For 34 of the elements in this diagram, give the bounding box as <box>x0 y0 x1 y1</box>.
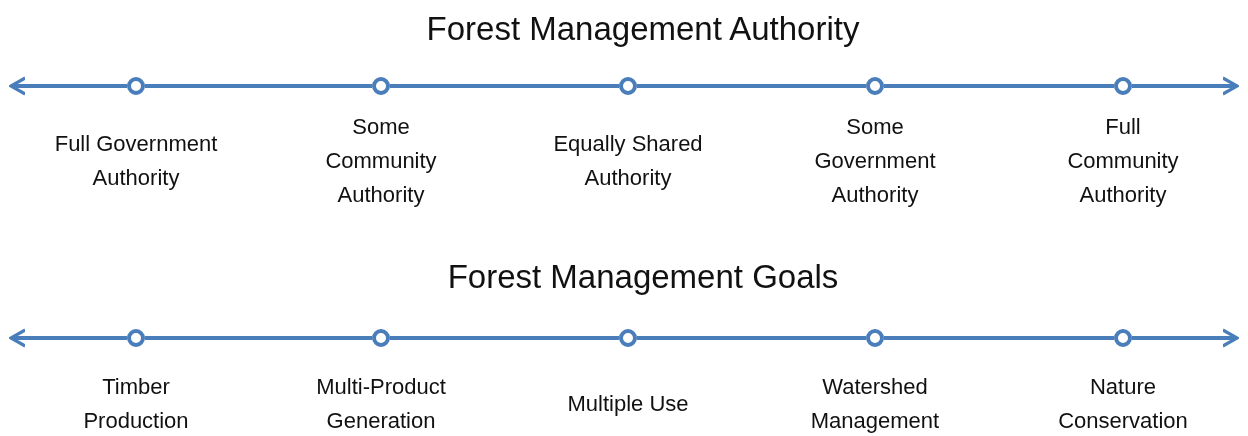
scale-label: Multi-Product Generation <box>315 373 447 435</box>
scale-marker-circle <box>1114 77 1132 95</box>
scale-heading: Forest Management Authority <box>426 10 860 48</box>
scale-label: Multiple Use <box>566 390 690 418</box>
scale-label: Nature Conservation <box>1057 373 1189 435</box>
scale-label: Some Community Authority <box>324 113 438 209</box>
arrow <box>9 328 127 348</box>
scale-line <box>145 336 372 340</box>
scale-marker-circle <box>127 329 145 347</box>
scale-line <box>637 84 866 88</box>
scale-marker-circle <box>866 329 884 347</box>
scale-line <box>145 84 372 88</box>
scale-line <box>390 336 619 340</box>
scale-line <box>390 84 619 88</box>
scale-label: Watershed Management <box>809 373 941 435</box>
scale-marker-circle <box>619 329 637 347</box>
scale-marker-circle <box>1114 329 1132 347</box>
scale-marker-circle <box>372 329 390 347</box>
arrow <box>1132 328 1239 348</box>
arrow <box>1132 76 1239 96</box>
scale-marker-circle <box>372 77 390 95</box>
scale-line <box>637 336 866 340</box>
scale-label: Equally Shared Authority <box>552 130 704 192</box>
scale-line <box>884 336 1114 340</box>
scale-label: Full Government Authority <box>53 130 219 192</box>
scale-label: Timber Production <box>82 373 190 435</box>
scale-marker-circle <box>127 77 145 95</box>
scale-heading: Forest Management Goals <box>447 258 839 296</box>
scale-label: Some Government Authority <box>813 113 937 209</box>
arrow <box>9 76 127 96</box>
scale-label: Full Community Authority <box>1066 113 1180 209</box>
scale-line <box>884 84 1114 88</box>
scale-marker-circle <box>866 77 884 95</box>
scale-marker-circle <box>619 77 637 95</box>
